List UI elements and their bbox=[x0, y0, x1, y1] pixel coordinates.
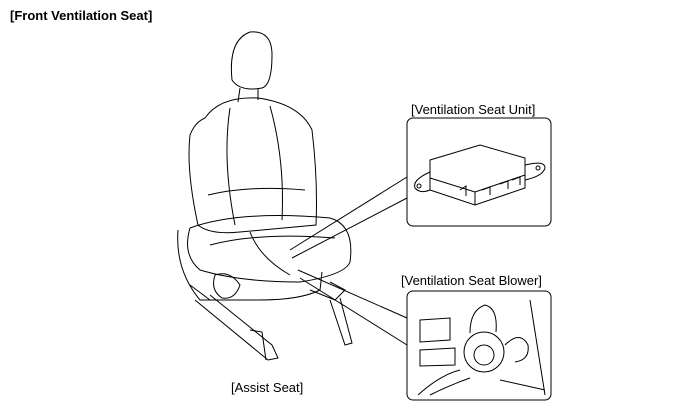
seat-illustration bbox=[177, 31, 353, 361]
ventilation-seat-unit-inset bbox=[406, 117, 552, 227]
assist-seat-label: [Assist Seat] bbox=[231, 380, 304, 395]
diagram-title: [Front Ventilation Seat] bbox=[10, 8, 153, 23]
ventilation-seat-unit-label: [Ventilation Seat Unit] bbox=[411, 102, 536, 117]
ventilation-seat-blower-inset bbox=[406, 290, 552, 401]
leader-lines bbox=[289, 176, 408, 346]
ventilation-seat-blower-label: [Ventilation Seat Blower] bbox=[401, 273, 542, 288]
